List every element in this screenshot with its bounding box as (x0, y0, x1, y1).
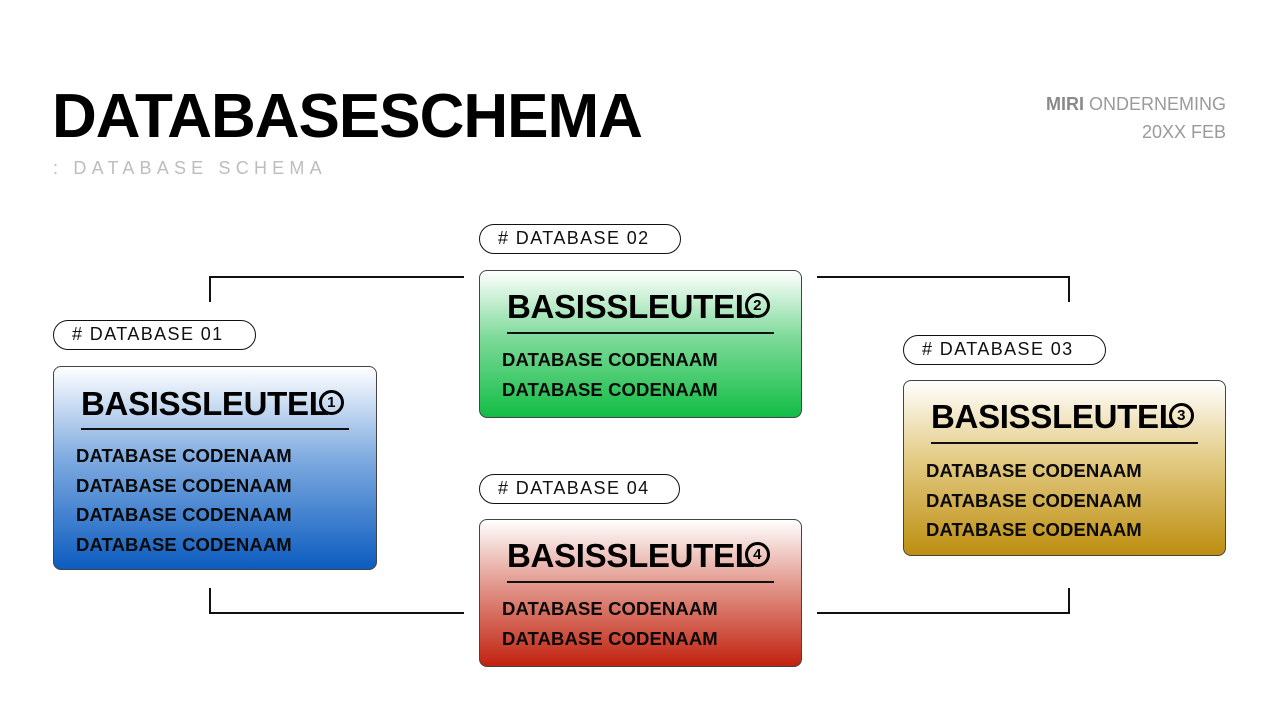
database-01-heading-text: BASISSLEUTEL (81, 385, 329, 422)
database-03-heading-text: BASISSLEUTEL (931, 398, 1179, 435)
connector-db01-db04 (209, 588, 464, 614)
database-03-divider (931, 442, 1198, 444)
database-02-rows: DATABASE CODENAAM DATABASE CODENAAM (502, 345, 718, 404)
database-01-rows: DATABASE CODENAAM DATABASE CODENAAM DATA… (76, 441, 292, 559)
database-01-row: DATABASE CODENAAM (76, 533, 292, 555)
database-02-row: DATABASE CODENAAM (502, 349, 718, 370)
database-02-label: # DATABASE 02 (479, 224, 681, 254)
database-01-row: DATABASE CODENAAM (76, 504, 292, 525)
database-04-label: # DATABASE 04 (479, 474, 680, 504)
database-03-label: # DATABASE 03 (903, 335, 1106, 365)
database-04-card[interactable]: BASISSLEUTEL4 DATABASE CODENAAM DATABASE… (479, 519, 802, 667)
database-04-heading: BASISSLEUTEL4 (507, 536, 774, 576)
connector-db04-db03 (817, 588, 1070, 614)
database-01-divider (81, 428, 349, 430)
header-meta: MIRI ONDERNEMING 20XX FEB (1046, 90, 1226, 146)
database-02-card[interactable]: BASISSLEUTEL2 DATABASE CODENAAM DATABASE… (479, 270, 802, 418)
database-02-heading-text: BASISSLEUTEL (507, 288, 755, 325)
database-04-divider (507, 581, 774, 583)
database-03-rows: DATABASE CODENAAM DATABASE CODENAAM DATA… (926, 456, 1142, 545)
database-02-row: DATABASE CODENAAM (502, 378, 718, 400)
company-name-bold: MIRI (1045, 94, 1084, 114)
page-title: DATABASESCHEMA (52, 82, 643, 151)
date-label: 20XX FEB (1141, 122, 1226, 142)
database-04-rows: DATABASE CODENAAM DATABASE CODENAAM (502, 594, 718, 653)
circled-number-1-icon: 1 (318, 390, 344, 415)
database-03-row: DATABASE CODENAAM (926, 519, 1142, 540)
circled-number-4-icon: 4 (744, 542, 770, 567)
database-01-card[interactable]: BASISSLEUTEL1 DATABASE CODENAAM DATABASE… (53, 366, 377, 570)
database-01-row: DATABASE CODENAAM (76, 474, 292, 496)
connector-db02-db03 (817, 276, 1070, 302)
database-03-card[interactable]: BASISSLEUTEL3 DATABASE CODENAAM DATABASE… (903, 380, 1226, 556)
database-04-row: DATABASE CODENAAM (502, 627, 718, 649)
database-03-heading: BASISSLEUTEL3 (931, 397, 1198, 437)
database-04-row: DATABASE CODENAAM (502, 598, 718, 619)
connector-db01-db02 (209, 276, 464, 302)
database-01-row: DATABASE CODENAAM (76, 445, 292, 466)
database-01-heading: BASISSLEUTEL1 (81, 384, 349, 424)
database-01-label: # DATABASE 01 (53, 320, 256, 350)
database-02-divider (507, 332, 774, 334)
database-02-heading: BASISSLEUTEL2 (507, 287, 774, 327)
circled-number-2-icon: 2 (744, 293, 770, 318)
company-name-rest: ONDERNEMING (1083, 94, 1226, 114)
database-03-row: DATABASE CODENAAM (926, 460, 1142, 481)
page-subtitle: : DATABASE SCHEMA (53, 158, 327, 178)
company-name: MIRI ONDERNEMING (1046, 90, 1226, 118)
circled-number-3-icon: 3 (1168, 403, 1194, 428)
database-04-heading-text: BASISSLEUTEL (507, 537, 755, 574)
database-03-row: DATABASE CODENAAM (926, 489, 1142, 511)
